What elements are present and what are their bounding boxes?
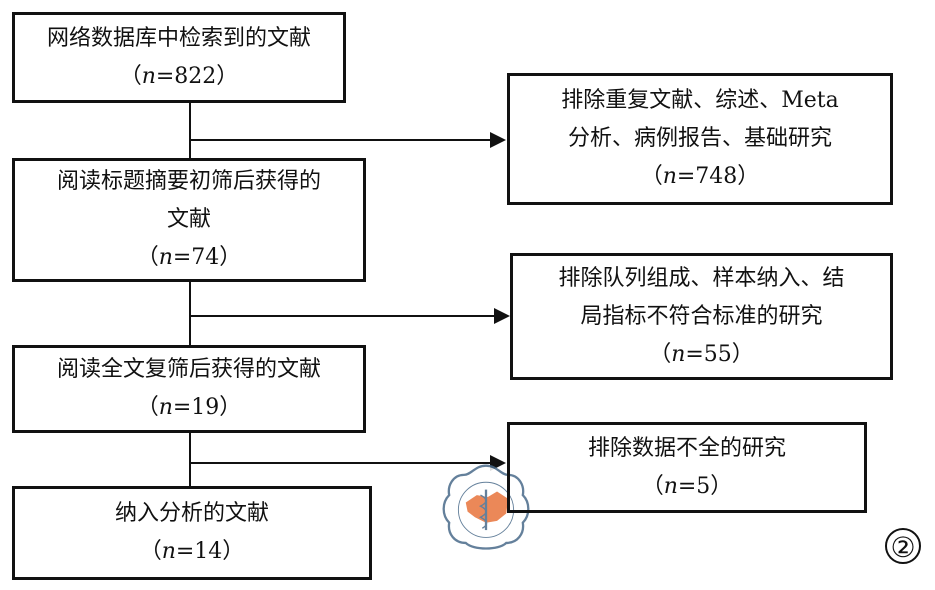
excluded-incomplete-box: 排除数据不全的研究 （n=5） bbox=[507, 422, 867, 513]
excluded2-count: （n=55） bbox=[649, 341, 754, 367]
excluded1-label-line2: 分析、病例报告、基础研究 bbox=[567, 126, 832, 151]
included-records-box: 纳入分析的文献 （n=14） bbox=[12, 486, 372, 580]
connector-1 bbox=[189, 103, 191, 158]
connector-3 bbox=[189, 433, 191, 486]
excluded2-label-line2: 局指标不符合标准的研究 bbox=[580, 303, 823, 329]
screened-count: （n=74） bbox=[136, 245, 242, 270]
included-label: 纳入分析的文献 bbox=[114, 501, 269, 526]
screened-label-line2: 文献 bbox=[166, 207, 211, 232]
exclusion-line-2 bbox=[190, 315, 494, 317]
excluded3-count: （n=5） bbox=[641, 473, 733, 499]
connector-2 bbox=[189, 282, 191, 345]
fulltext-label: 阅读全文复筛后获得的文献 bbox=[56, 357, 321, 382]
excluded1-count: （n=748） bbox=[640, 164, 760, 189]
exclusion-line-3 bbox=[190, 462, 490, 464]
exclusion-line-1 bbox=[190, 139, 490, 141]
excluded1-label-line1: 排除重复文献、综述、Meta bbox=[561, 88, 839, 113]
fulltext-records-box: 阅读全文复筛后获得的文献 （n=19） bbox=[12, 345, 366, 433]
screened-label-line1: 阅读标题摘要初筛后获得的 bbox=[56, 169, 321, 194]
fulltext-count: （n=19） bbox=[136, 395, 242, 420]
excluded3-label: 排除数据不全的研究 bbox=[587, 435, 786, 461]
excluded2-label-line1: 排除队列组成、样本纳入、结 bbox=[558, 265, 845, 291]
included-count: （n=14） bbox=[139, 539, 245, 564]
screened-records-box: 阅读标题摘要初筛后获得的 文献 （n=74） bbox=[12, 158, 366, 282]
retrieved-count: （n=822） bbox=[119, 63, 239, 89]
arrow-head-2 bbox=[494, 308, 510, 324]
figure-label: ② bbox=[885, 528, 921, 564]
retrieved-records-box: 网络数据库中检索到的文献 （n=822） bbox=[12, 12, 346, 103]
excluded-criteria-box: 排除队列组成、样本纳入、结 局指标不符合标准的研究 （n=55） bbox=[510, 253, 893, 380]
excluded-duplicates-box: 排除重复文献、综述、Meta 分析、病例报告、基础研究 （n=748） bbox=[507, 73, 893, 205]
retrieved-label: 网络数据库中检索到的文献 bbox=[46, 25, 311, 51]
arrow-head-1 bbox=[490, 132, 506, 148]
